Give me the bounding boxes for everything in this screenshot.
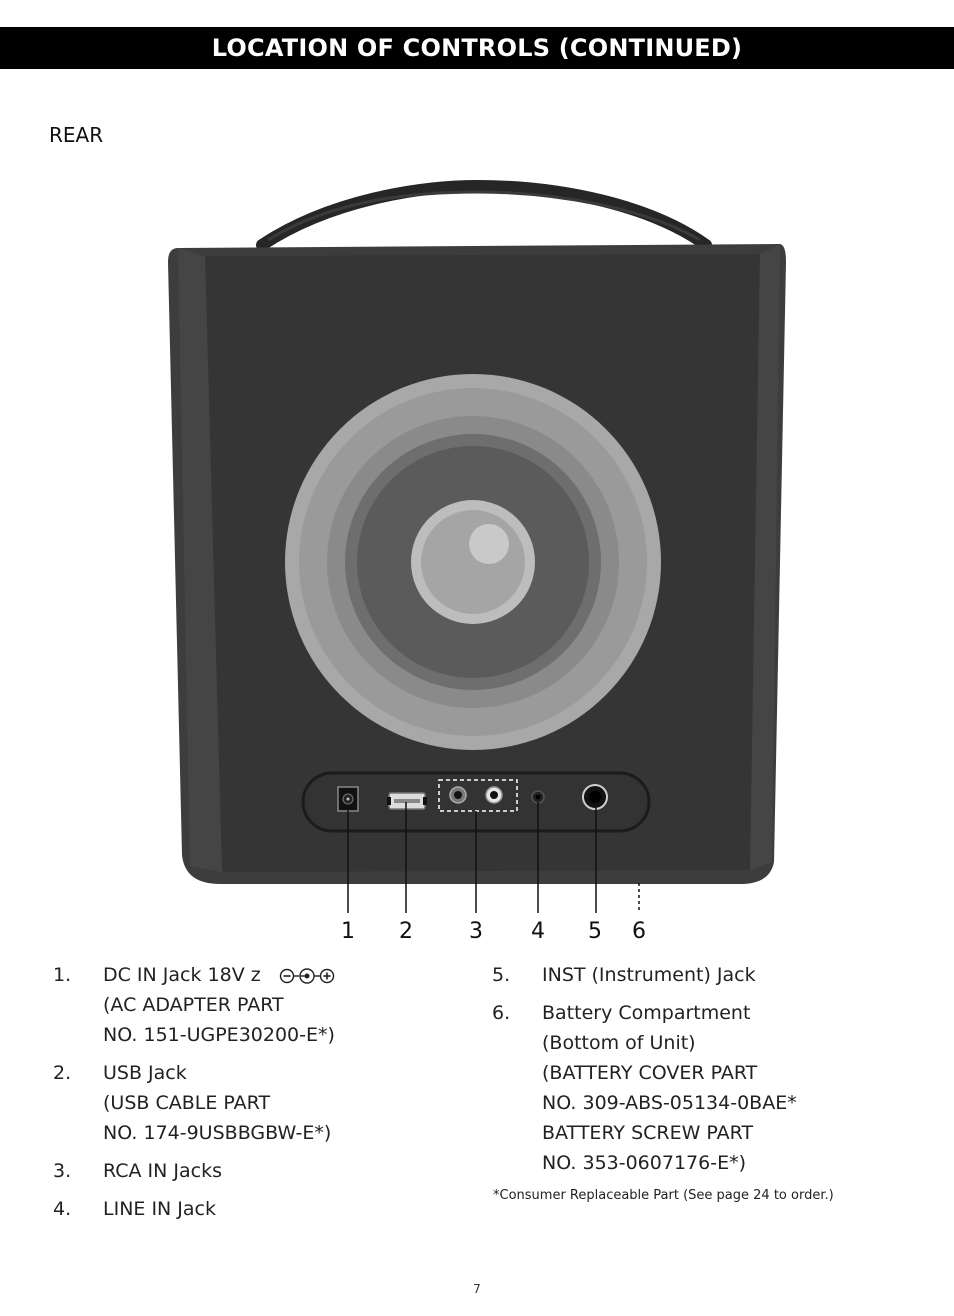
list-item: 1. DC IN Jack 18V z (AC ADAPTER PART NO.… <box>53 960 473 1050</box>
footnote: *Consumer Replaceable Part (See page 24 … <box>493 1188 834 1203</box>
item-number: 6. <box>492 1002 511 1024</box>
item-number: 3. <box>53 1160 72 1182</box>
page-header: LOCATION OF CONTROLS (CONTINUED) <box>0 27 954 69</box>
inst-jack <box>582 784 608 810</box>
rca-jacks-outline <box>438 779 518 812</box>
callout-1: 1 <box>341 919 355 944</box>
item-text: LINE IN Jack <box>103 1198 216 1220</box>
item-number: 2. <box>53 1062 72 1084</box>
item-text: BATTERY SCREW PART <box>542 1122 754 1144</box>
item-number: 5. <box>492 964 511 986</box>
callout-3: 3 <box>469 919 483 944</box>
dc-in-jack <box>337 786 359 812</box>
list-item: 4. LINE IN Jack <box>53 1194 473 1224</box>
item-text: NO. 174-9USBBGBW-E*) <box>103 1122 332 1144</box>
dc-polarity-icon <box>279 967 334 984</box>
item-text: (USB CABLE PART <box>103 1092 271 1114</box>
line-in-jack <box>531 790 545 804</box>
rca-jack-left <box>449 786 467 804</box>
item-text: RCA IN Jacks <box>103 1160 223 1182</box>
item-text: (Bottom of Unit) <box>542 1032 696 1054</box>
parts-list-left: 1. DC IN Jack 18V z (AC ADAPTER PART NO.… <box>53 960 473 1232</box>
page-number: 7 <box>473 1282 481 1296</box>
list-item: 5. INST (Instrument) Jack <box>492 960 932 990</box>
speaker-rear-illustration: 1 2 3 4 5 6 <box>168 179 786 944</box>
item-text: (BATTERY COVER PART <box>542 1062 758 1084</box>
list-item: 6. Battery Compartment (Bottom of Unit) … <box>492 998 932 1178</box>
item-text: (AC ADAPTER PART <box>103 994 284 1016</box>
callout-4: 4 <box>531 919 545 944</box>
item-text: NO. 151-UGPE30200-E*) <box>103 1024 335 1046</box>
rca-jack-right <box>485 786 503 804</box>
item-text: INST (Instrument) Jack <box>542 964 756 986</box>
woofer <box>285 374 661 750</box>
item-text: Battery Compartment <box>542 1002 751 1024</box>
item-text: NO. 353-0607176-E*) <box>542 1152 746 1174</box>
usb-jack <box>387 792 427 810</box>
list-item: 3. RCA IN Jacks <box>53 1156 473 1186</box>
list-item: 2. USB Jack (USB CABLE PART NO. 174-9USB… <box>53 1058 473 1148</box>
item-text: USB Jack <box>103 1062 187 1084</box>
page-title: LOCATION OF CONTROLS (CONTINUED) <box>211 34 743 62</box>
item-text: NO. 309-ABS-05134-0BAE* <box>542 1092 797 1114</box>
item-text: DC IN Jack 18V z <box>103 964 261 986</box>
item-number: 4. <box>53 1198 72 1220</box>
callout-6: 6 <box>632 919 646 944</box>
parts-list-right: 5. INST (Instrument) Jack 6. Battery Com… <box>492 960 932 1186</box>
section-label-rear: REAR <box>49 123 104 147</box>
callout-5: 5 <box>588 919 602 944</box>
callout-2: 2 <box>399 919 413 944</box>
item-number: 1. <box>53 964 72 986</box>
